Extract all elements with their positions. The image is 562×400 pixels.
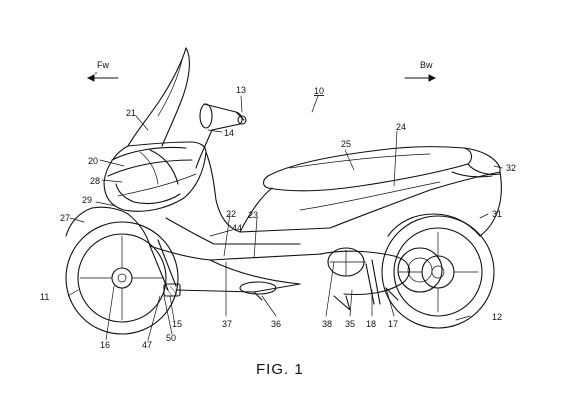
ref-47: 47 xyxy=(142,340,152,350)
ref-23: 23 xyxy=(248,210,258,220)
ref-28: 28 xyxy=(90,176,100,186)
ref-13: 13 xyxy=(236,85,246,95)
ref-35: 35 xyxy=(345,319,355,329)
front-wheel xyxy=(65,221,179,335)
front-cowl xyxy=(103,141,207,212)
front-fork xyxy=(149,239,181,297)
ref-17: 17 xyxy=(388,319,398,329)
handlebar xyxy=(195,103,247,169)
ref-22: 22 xyxy=(226,209,236,219)
ref-25: 25 xyxy=(341,139,351,149)
rear-body xyxy=(239,147,502,237)
ref-37: 37 xyxy=(222,319,232,329)
stand-suspension xyxy=(333,259,399,311)
leg-shield-floor xyxy=(149,151,331,261)
leader-lines xyxy=(67,95,503,341)
ref-44: 44 xyxy=(232,223,242,233)
ref-36: 36 xyxy=(271,319,281,329)
direction-forward-label: Fw xyxy=(97,60,109,70)
ref-20: 20 xyxy=(88,156,98,166)
front-fender xyxy=(65,206,151,247)
direction-backward-label: Bw xyxy=(420,60,433,70)
rear-fender xyxy=(387,213,481,237)
ref-12: 12 xyxy=(492,312,502,322)
ref-18: 18 xyxy=(366,319,376,329)
ref-16: 16 xyxy=(100,340,110,350)
ref-29: 29 xyxy=(82,195,92,205)
seat xyxy=(262,146,473,192)
ref-31: 31 xyxy=(492,209,502,219)
ref-21: 21 xyxy=(126,108,136,118)
ref-24: 24 xyxy=(396,122,406,132)
ref-11: 11 xyxy=(40,292,49,302)
engine-unit xyxy=(319,247,443,296)
ref-14: 14 xyxy=(224,128,234,138)
ref-15: 15 xyxy=(172,319,182,329)
ref-50: 50 xyxy=(166,333,176,343)
ref-27: 27 xyxy=(60,213,70,223)
windscreen xyxy=(127,47,190,147)
ref-10: 10 xyxy=(314,86,324,96)
frame-underside xyxy=(175,259,301,301)
ref-32: 32 xyxy=(506,163,516,173)
dot-mark xyxy=(95,72,97,74)
ref-38: 38 xyxy=(322,319,332,329)
figure-caption: FIG. 1 xyxy=(256,361,304,378)
